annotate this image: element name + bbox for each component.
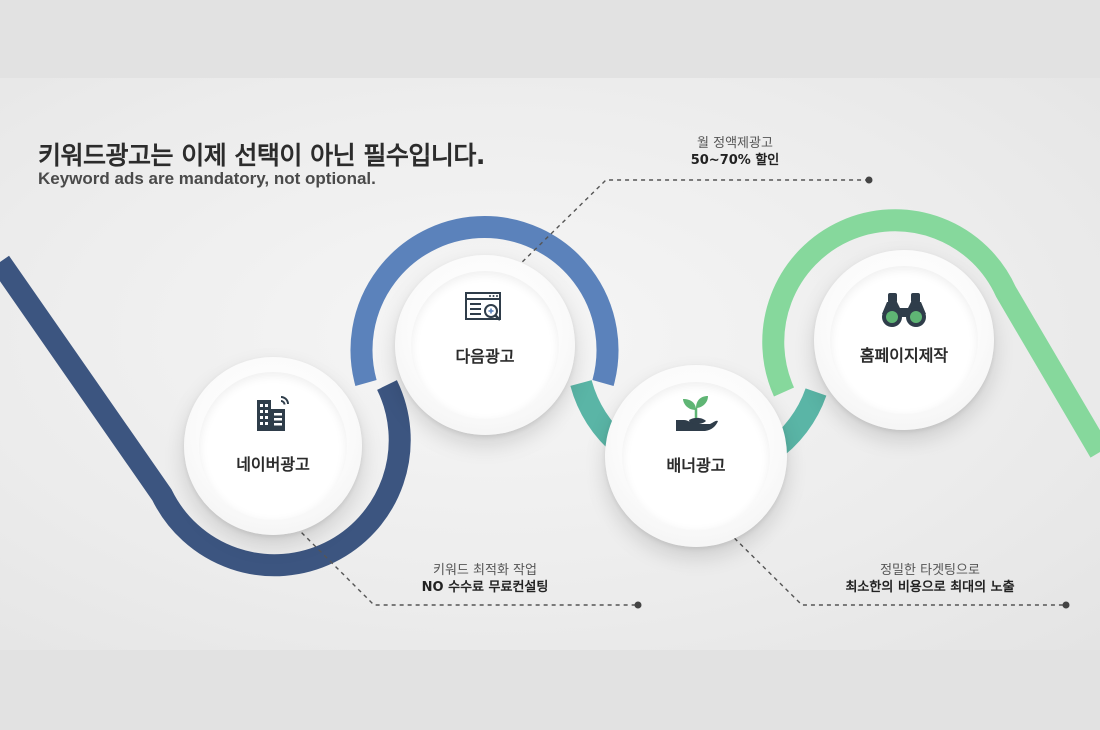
flow-line-navy xyxy=(0,255,411,577)
card-inner xyxy=(830,266,978,414)
note-line1: 키워드 최적화 작업 xyxy=(433,563,537,578)
page-title: 키워드광고는 이제 선택이 아닌 필수입니다. xyxy=(38,141,485,170)
service-card-homepage[interactable]: 홈페이지제작 xyxy=(814,250,994,430)
note-line1: 정밀한 타겟팅으로 xyxy=(880,563,980,578)
note-line2: NO 수수료 무료컨설팅 xyxy=(421,580,549,595)
service-label-banner: 배너광고 xyxy=(666,456,726,475)
note-line2: 최소한의 비용으로 최대의 노출 xyxy=(845,580,1015,595)
building-wifi-icon xyxy=(251,391,295,435)
connector-dot xyxy=(865,176,873,184)
service-label-daum: 다음광고 xyxy=(455,347,515,366)
note-line2: 50~70% 할인 xyxy=(690,153,780,168)
connector-dot xyxy=(1062,601,1070,609)
note-banner: 정밀한 타겟팅으로 최소한의 비용으로 최대의 노출 xyxy=(820,562,1040,597)
note-daum: 월 정액제광고 50~70% 할인 xyxy=(660,135,810,170)
browser-search-icon xyxy=(463,289,507,329)
note-naver: 키워드 최적화 작업 NO 수수료 무료컨설팅 xyxy=(405,562,565,597)
binoculars-icon xyxy=(879,290,929,330)
sprout-hand-icon xyxy=(672,390,720,436)
service-label-homepage: 홈페이지제작 xyxy=(859,346,949,365)
note-line1: 월 정액제광고 xyxy=(697,136,773,151)
page-subtitle: Keyword ads are mandatory, not optional. xyxy=(38,169,376,188)
service-label-naver: 네이버광고 xyxy=(236,455,310,474)
card-inner xyxy=(622,382,770,530)
connector-dot xyxy=(634,601,642,609)
flow-arc-blue xyxy=(350,216,619,386)
card-inner xyxy=(411,271,559,419)
service-card-naver[interactable]: 네이버광고 xyxy=(184,357,362,535)
service-card-daum[interactable]: 다음광고 xyxy=(395,255,575,435)
flow-arc-green xyxy=(762,209,1100,458)
service-card-banner[interactable]: 배너광고 xyxy=(605,365,787,547)
card-inner xyxy=(199,372,347,520)
